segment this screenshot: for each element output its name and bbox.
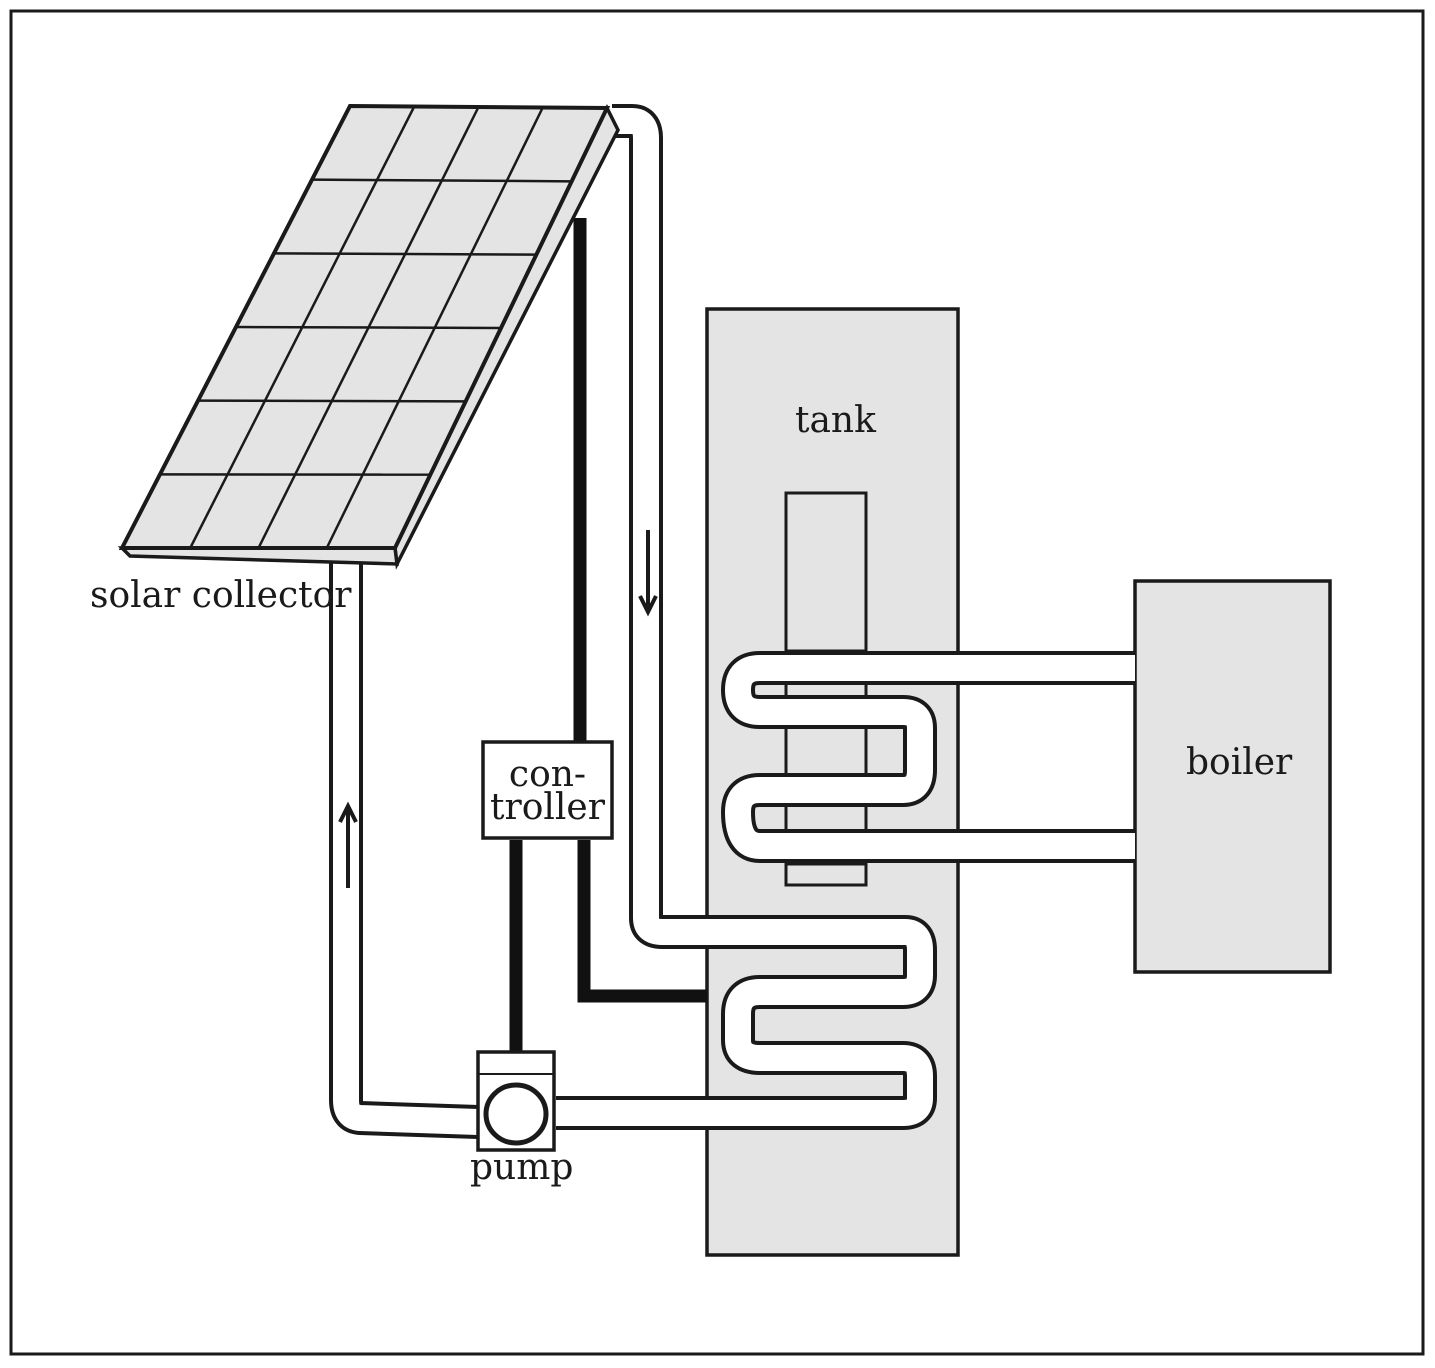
label-controller-line1: con-: [508, 754, 587, 795]
boiler-coil: [721, 651, 1135, 863]
panel-grid-row-line: [235, 325, 502, 330]
controller: [481, 740, 614, 840]
panel-grid-row-line: [197, 399, 466, 403]
flow-arrow-up: [338, 801, 358, 888]
solar-collector-grid: [159, 105, 572, 549]
label-tank: tank: [795, 400, 876, 441]
flow-arrow-down: [638, 530, 658, 617]
label-pump: pump: [470, 1147, 574, 1188]
inner-element-overlay: [784, 491, 868, 887]
controller-wires: [509, 218, 707, 1052]
solar-collector: [117, 103, 620, 570]
panel-grid-row-line: [273, 252, 537, 256]
label-controller-line2: troller: [490, 787, 605, 828]
collector-loop-pipe: [329, 104, 937, 1139]
label-solar-collector: solar collector: [90, 575, 352, 616]
pump-rotor: [483, 1082, 549, 1146]
pump: [476, 1050, 556, 1152]
label-boiler: boiler: [1186, 742, 1293, 783]
panel-grid-row-line: [311, 178, 572, 183]
boiler: [1133, 579, 1332, 974]
